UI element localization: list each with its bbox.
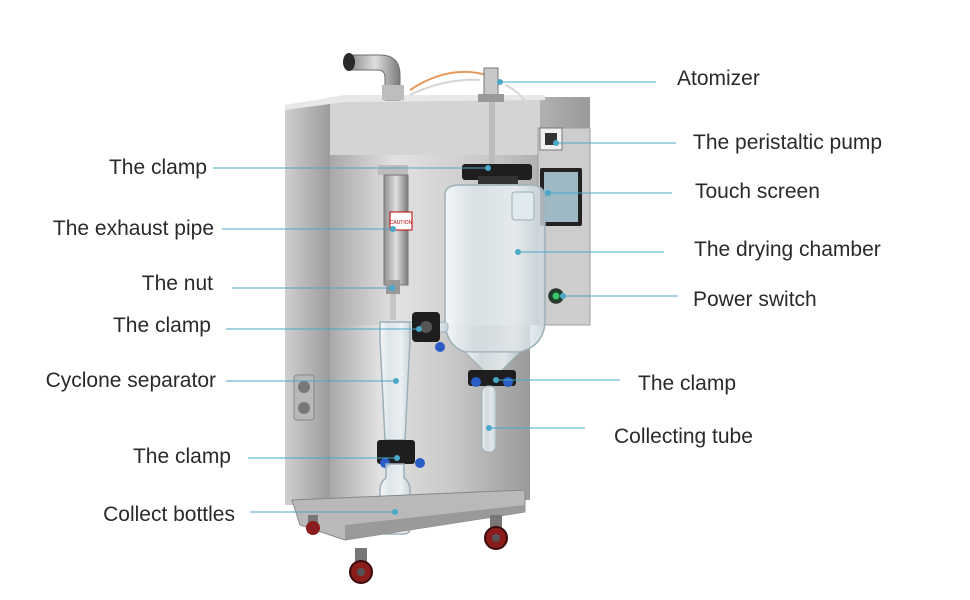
label-nut: The nut — [141, 272, 213, 295]
label-clamp-bottom: The clamp — [132, 445, 231, 468]
label-power-switch: Power switch — [693, 288, 817, 311]
label-collecting-tube: Collecting tube — [614, 425, 753, 448]
touch-screen-unit — [540, 168, 582, 226]
label-clamp-right: The clamp — [638, 372, 737, 395]
caution-sticker: CAUTION — [390, 220, 413, 226]
label-touch-screen: Touch screen — [695, 180, 820, 203]
leader-lines-right — [486, 79, 678, 431]
base-platform — [291, 489, 526, 541]
leader-lines-left — [213, 165, 491, 515]
label-peristaltic-pump: The peristaltic pump — [693, 131, 883, 154]
label-collect-bottles: Collect bottles — [103, 503, 235, 526]
label-cyclone-separator: Cyclone separator — [45, 369, 216, 392]
exhaust-elbow — [343, 53, 404, 101]
drying-chamber-glass — [444, 184, 546, 373]
label-clamp-mid: The clamp — [112, 314, 211, 337]
label-atomizer: Atomizer — [677, 67, 760, 90]
label-drying-chamber: The drying chamber — [694, 238, 881, 261]
label-clamp-top: The clamp — [108, 156, 207, 179]
caster-wheels — [306, 515, 508, 584]
peristaltic-pump-unit — [539, 127, 563, 151]
label-exhaust-pipe: The exhaust pipe — [52, 217, 214, 240]
